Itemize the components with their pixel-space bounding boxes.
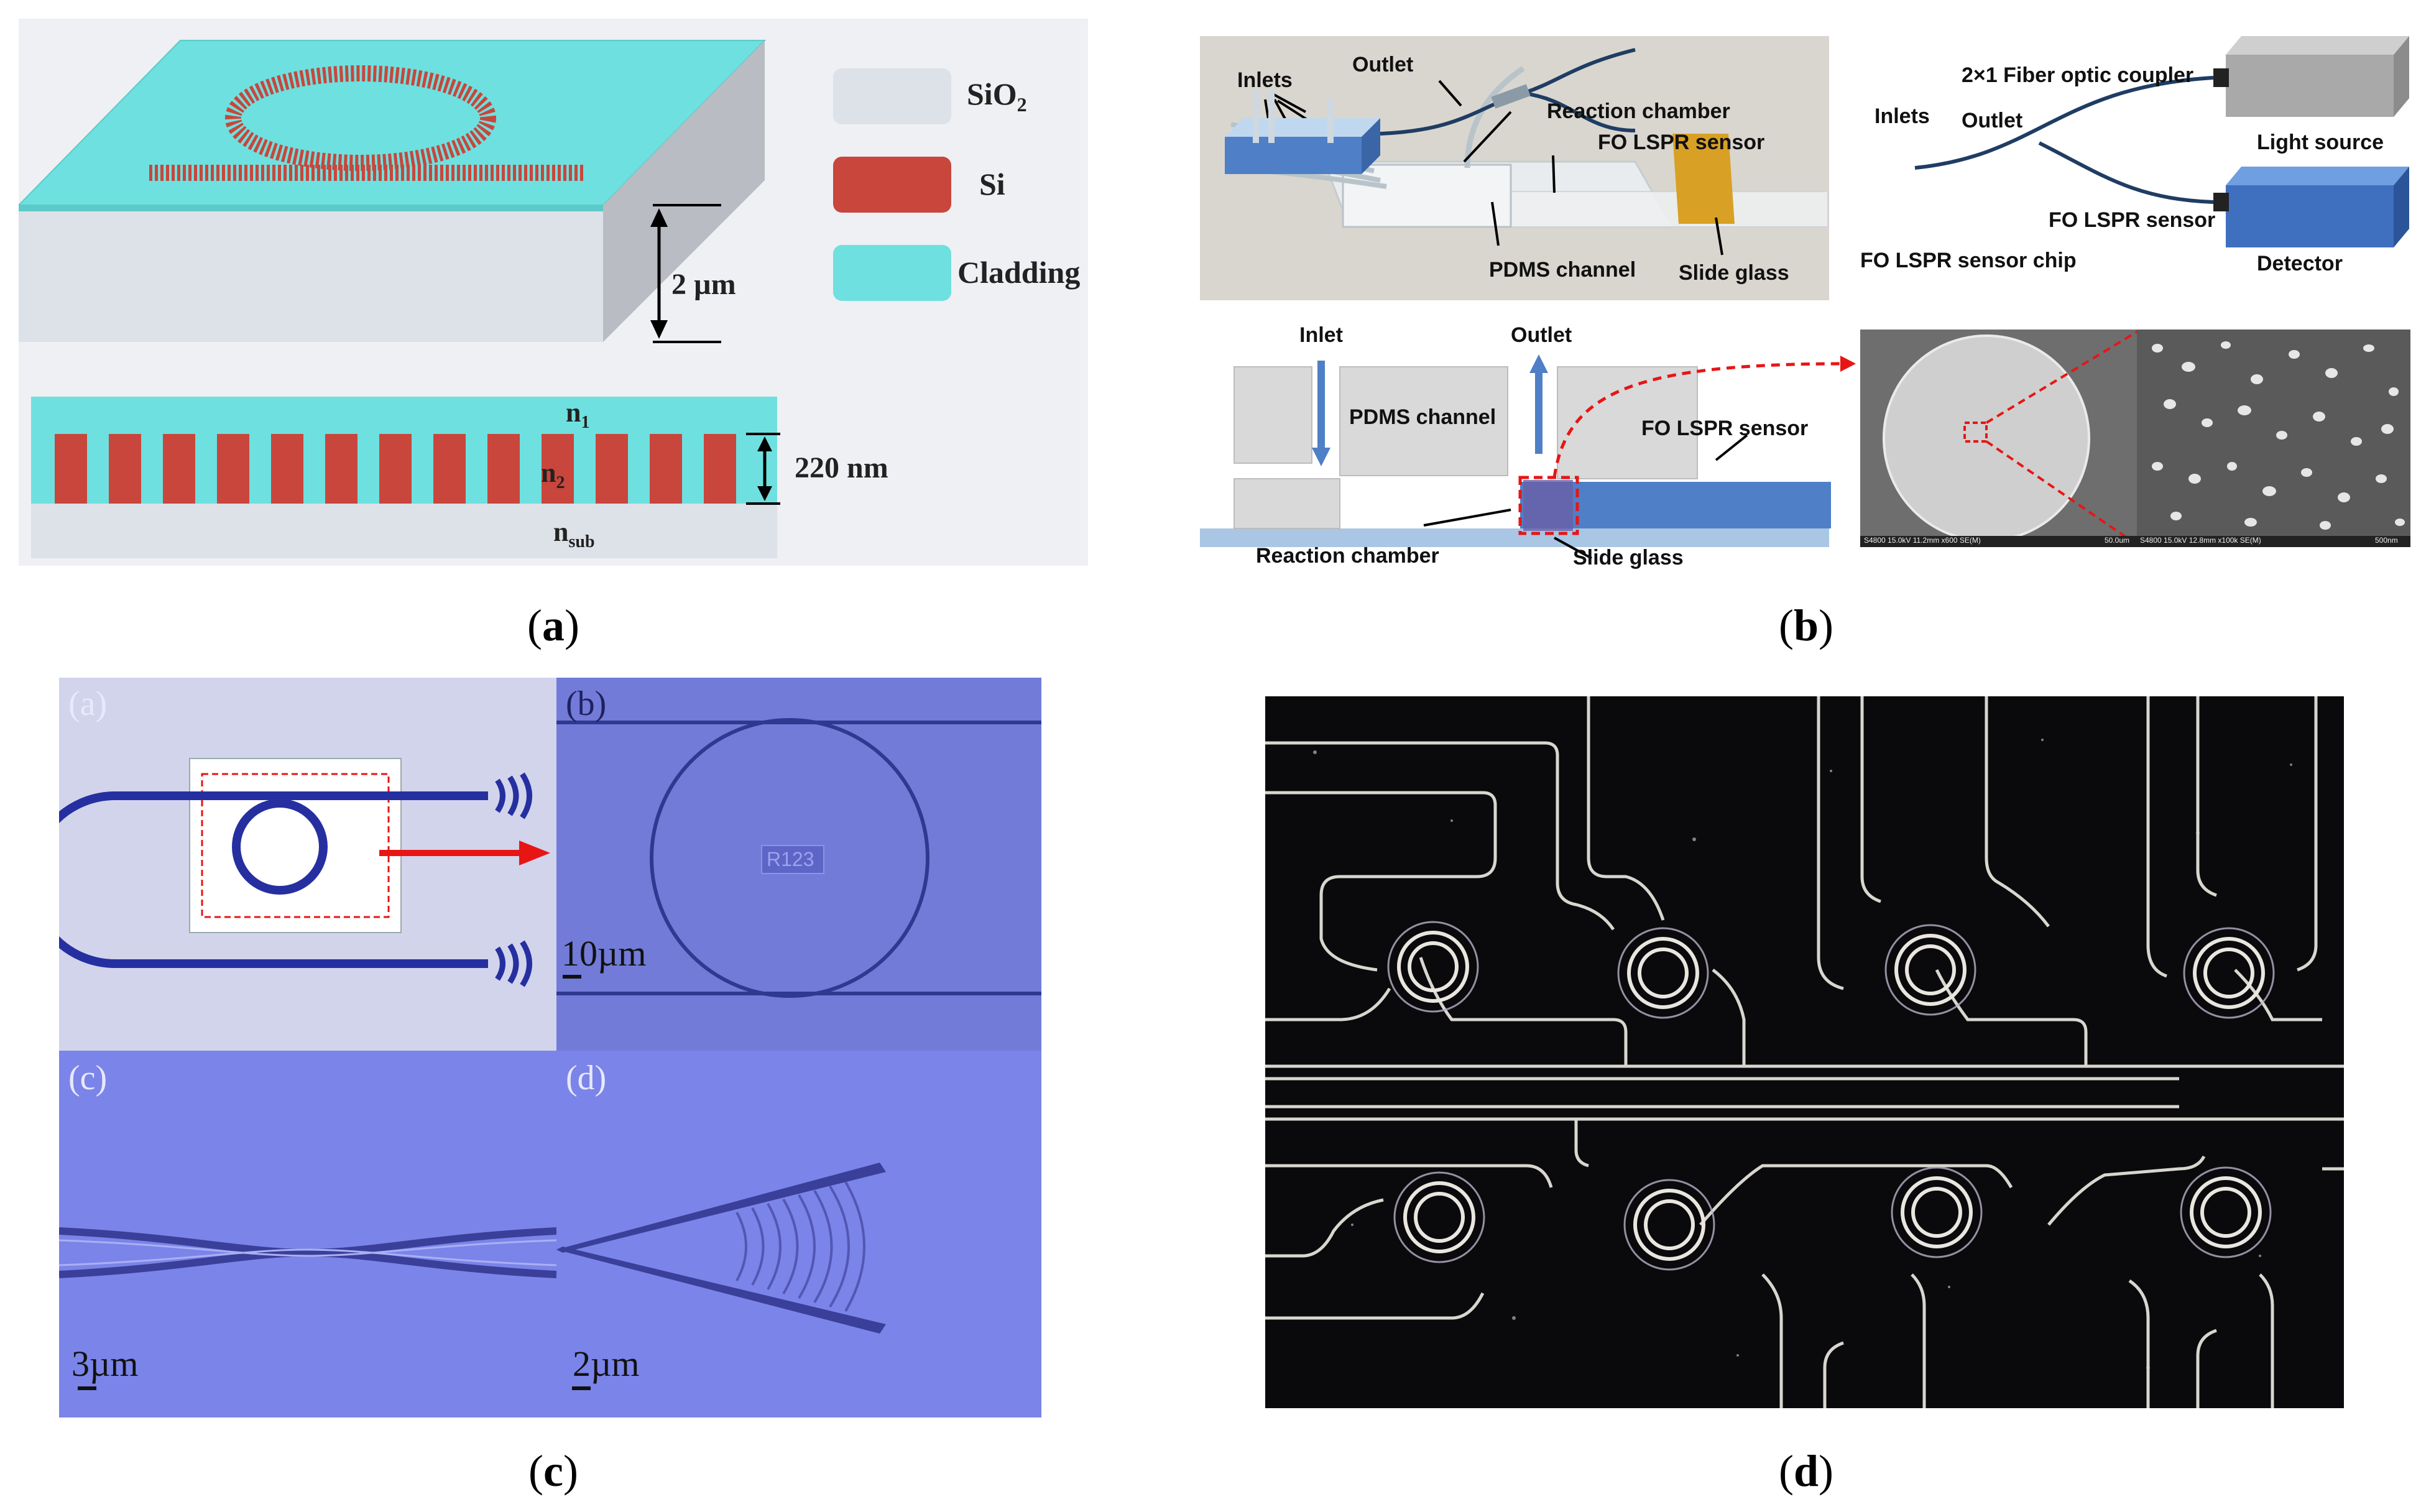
setup-label-fo-lspr: FO LSPR sensor: [2049, 208, 2216, 232]
xs-label-inlet: Inlet: [1299, 323, 1343, 347]
panel-d: [1265, 696, 2344, 1408]
panel-c-sublabel-c: (c): [68, 1059, 108, 1097]
caption-d: (d): [1778, 1446, 1833, 1496]
photo-label-slide-glass: Slide glass: [1679, 261, 1789, 285]
scale-label-d: 2µm: [573, 1344, 640, 1384]
photo-label-inlets: Inlets: [1237, 68, 1293, 92]
nsub-label: nsub: [553, 517, 595, 551]
thickness-label: 2 µm: [671, 268, 736, 301]
chip-id: R123: [767, 848, 814, 870]
setup-label-light-source: Light source: [2257, 131, 2384, 154]
panel-c-graphics: [59, 678, 1041, 1418]
xs-label-outlet: Outlet: [1511, 323, 1572, 347]
panel-a-schematic: [19, 19, 1088, 566]
panel-c-sublabel-a: (a): [68, 685, 108, 723]
panel-b-graphics: [1200, 36, 2410, 560]
xs-label-fo-lspr: FO LSPR sensor: [1641, 417, 1809, 440]
photo-label-fo-lspr: FO LSPR sensor: [1598, 131, 1765, 154]
photo-label-outlet: Outlet: [1352, 53, 1414, 76]
panel-d-micrograph: [1265, 696, 2344, 1408]
panel-c: (a) (b) (c) (d) R123 10µm 3µm 2µm: [59, 678, 1041, 1418]
xs-label-pdms: PDMS channel: [1349, 405, 1496, 429]
n2-label: n2: [541, 458, 565, 492]
panel-a: SiO2 Si Cladding 2 µm 220 nm n1 n2 nsub: [19, 19, 1088, 566]
sem-footer-right: S4800 15.0kV 12.8mm x100k SE(M): [2140, 536, 2261, 545]
setup-label-inlets: Inlets: [1875, 104, 1930, 128]
legend-si: Si: [979, 167, 1005, 201]
panel-c-sublabel-b: (b): [566, 685, 607, 723]
n1-label: n1: [566, 397, 590, 432]
setup-label-sensor-chip: FO LSPR sensor chip: [1860, 249, 2077, 272]
panel-c-sublabel-d: (d): [566, 1059, 607, 1097]
setup-label-detector: Detector: [2257, 252, 2343, 275]
xs-label-slide-glass: Slide glass: [1573, 546, 1684, 569]
grating-teeth: [55, 434, 736, 504]
grating-height-label: 220 nm: [795, 451, 888, 484]
caption-a: (a): [527, 601, 579, 650]
nanoparticles: [2152, 341, 2405, 530]
legend-cladding: Cladding: [957, 255, 1081, 290]
scale-label-b: 10µm: [561, 933, 647, 974]
photo-label-reaction-chamber: Reaction chamber: [1547, 99, 1730, 123]
panel-b: Inlets Outlet Reaction chamber FO LSPR s…: [1200, 31, 2412, 572]
scale-label-c: 3µm: [71, 1344, 139, 1384]
xs-label-reaction-chamber: Reaction chamber: [1256, 544, 1439, 568]
legend-sio2: SiO2: [967, 76, 1027, 116]
sem-footer-left: S4800 15.0kV 11.2mm x600 SE(M): [1864, 536, 1981, 545]
setup-label-coupler: 2×1 Fiber optic coupler: [1962, 63, 2194, 87]
setup-label-outlet: Outlet: [1962, 109, 2023, 132]
photo-label-pdms: PDMS channel: [1489, 258, 1636, 282]
sem-scale-left: 50.0um: [2105, 536, 2130, 545]
sem-scale-right: 500nm: [2375, 536, 2398, 545]
caption-b: (b): [1778, 601, 1833, 650]
caption-c: (c): [528, 1446, 578, 1496]
